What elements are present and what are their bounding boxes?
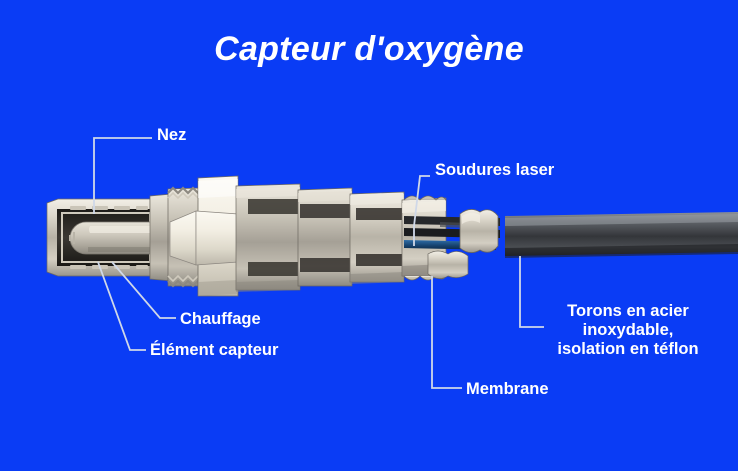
label-membrane: Membrane xyxy=(466,380,549,398)
membrane xyxy=(427,250,469,279)
label-torons-line-3: isolation en téflon xyxy=(557,340,699,359)
metal-housing xyxy=(235,183,405,292)
label-torons-line-2: inoxydable, xyxy=(582,321,674,340)
leader-nez xyxy=(93,137,152,214)
leader-membrane xyxy=(431,276,462,389)
label-torons-acier: Torons en acier inoxydable, isolation en… xyxy=(528,302,728,359)
leader-lines xyxy=(93,137,544,389)
leader-element xyxy=(97,261,146,351)
sensor-assembly xyxy=(46,175,738,297)
label-soudures-laser: Soudures laser xyxy=(435,161,555,179)
cable-crimp-ferrule xyxy=(459,209,499,253)
teflon-cable xyxy=(505,212,738,258)
label-nez: Nez xyxy=(157,126,187,144)
leader-torons xyxy=(519,256,544,328)
white-plastic-taper xyxy=(169,210,239,266)
label-chauffage: Chauffage xyxy=(180,310,261,328)
label-element-capteur: Élément capteur xyxy=(150,341,279,359)
leader-soudures xyxy=(413,175,430,246)
page-title: Capteur d'oxygène xyxy=(214,30,524,68)
label-torons-line-1: Torons en acier xyxy=(567,302,689,320)
heater xyxy=(69,232,75,244)
leader-chauffage xyxy=(111,261,176,319)
